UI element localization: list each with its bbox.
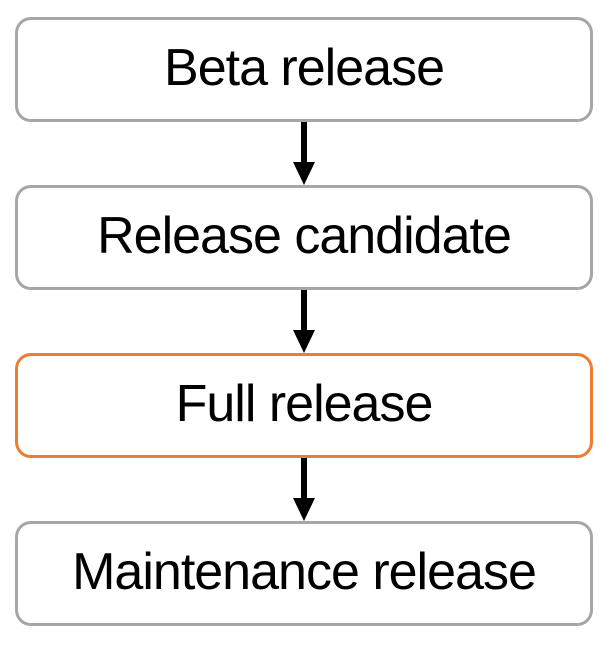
node-maintenance-release: Maintenance release [15,521,593,626]
connector-row [15,458,593,521]
node-beta-release: Beta release [15,17,593,122]
down-arrow-icon [293,458,315,521]
node-label: Release candidate [97,206,512,265]
connector-row [15,290,593,353]
node-release-candidate: Release candidate [15,185,593,290]
node-label: Beta release [164,38,445,97]
down-arrow-icon [293,290,315,353]
node-full-release: Full release [15,353,593,458]
node-label: Full release [175,374,434,433]
down-arrow-icon [293,122,315,185]
connector-row [15,122,593,185]
node-label: Maintenance release [72,542,537,601]
